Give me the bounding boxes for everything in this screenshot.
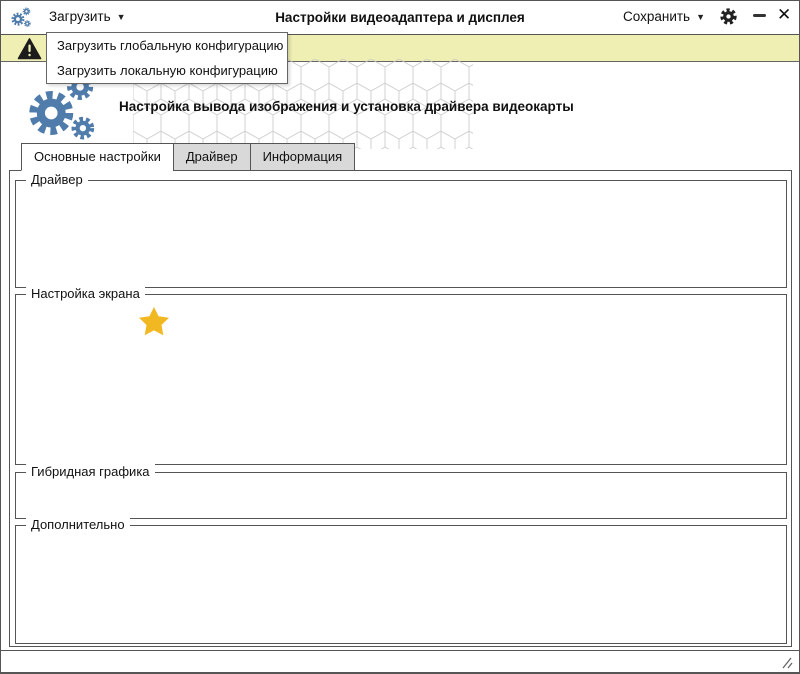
settings-gear-icon[interactable] <box>719 7 738 31</box>
app-gears-icon <box>9 6 35 34</box>
page-title: Настройка вывода изображения и установка… <box>119 99 574 114</box>
window-title: Настройки видеоадаптера и дисплея <box>275 10 525 25</box>
resize-grip-icon[interactable] <box>779 655 793 672</box>
chevron-down-icon: ▼ <box>696 11 706 22</box>
group-hybrid-graphics: Гибридная графика <box>15 464 787 519</box>
save-menu-label: Сохранить <box>623 9 691 24</box>
group-screen-legend: Настройка экрана <box>26 286 145 301</box>
save-menu-button[interactable]: Сохранить ▼ <box>623 9 705 24</box>
menu-item-load-local[interactable]: Загрузить локальную конфигурацию <box>57 63 278 78</box>
close-button[interactable]: ✕ <box>777 5 792 24</box>
minimize-button[interactable] <box>753 14 766 17</box>
group-hybrid-legend: Гибридная графика <box>26 464 155 479</box>
group-extra: Дополнительно <box>15 517 787 644</box>
title-bar: Загрузить ▼ Настройки видеоадаптера и ди… <box>1 1 799 33</box>
group-extra-legend: Дополнительно <box>26 517 130 532</box>
tab-information[interactable]: Информация <box>249 143 356 171</box>
group-driver-legend: Драйвер <box>26 172 88 187</box>
group-screen-setup: Настройка экрана <box>15 286 787 465</box>
tab-driver[interactable]: Драйвер <box>172 143 251 171</box>
load-menu-label: Загрузить <box>49 9 111 24</box>
load-menu-popup: Загрузить глобальную конфигурацию Загруз… <box>46 32 288 84</box>
group-driver: Драйвер <box>15 172 787 288</box>
star-icon <box>139 307 169 342</box>
load-menu-button[interactable]: Загрузить ▼ <box>49 9 126 24</box>
status-bar <box>1 650 799 672</box>
tab-main-settings[interactable]: Основные настройки <box>21 143 174 171</box>
warning-icon <box>17 38 42 65</box>
tab-bar: Основные настройки Драйвер Информация <box>21 143 356 171</box>
menu-item-load-global[interactable]: Загрузить глобальную конфигурацию <box>57 38 284 53</box>
chevron-down-icon: ▼ <box>116 11 126 22</box>
